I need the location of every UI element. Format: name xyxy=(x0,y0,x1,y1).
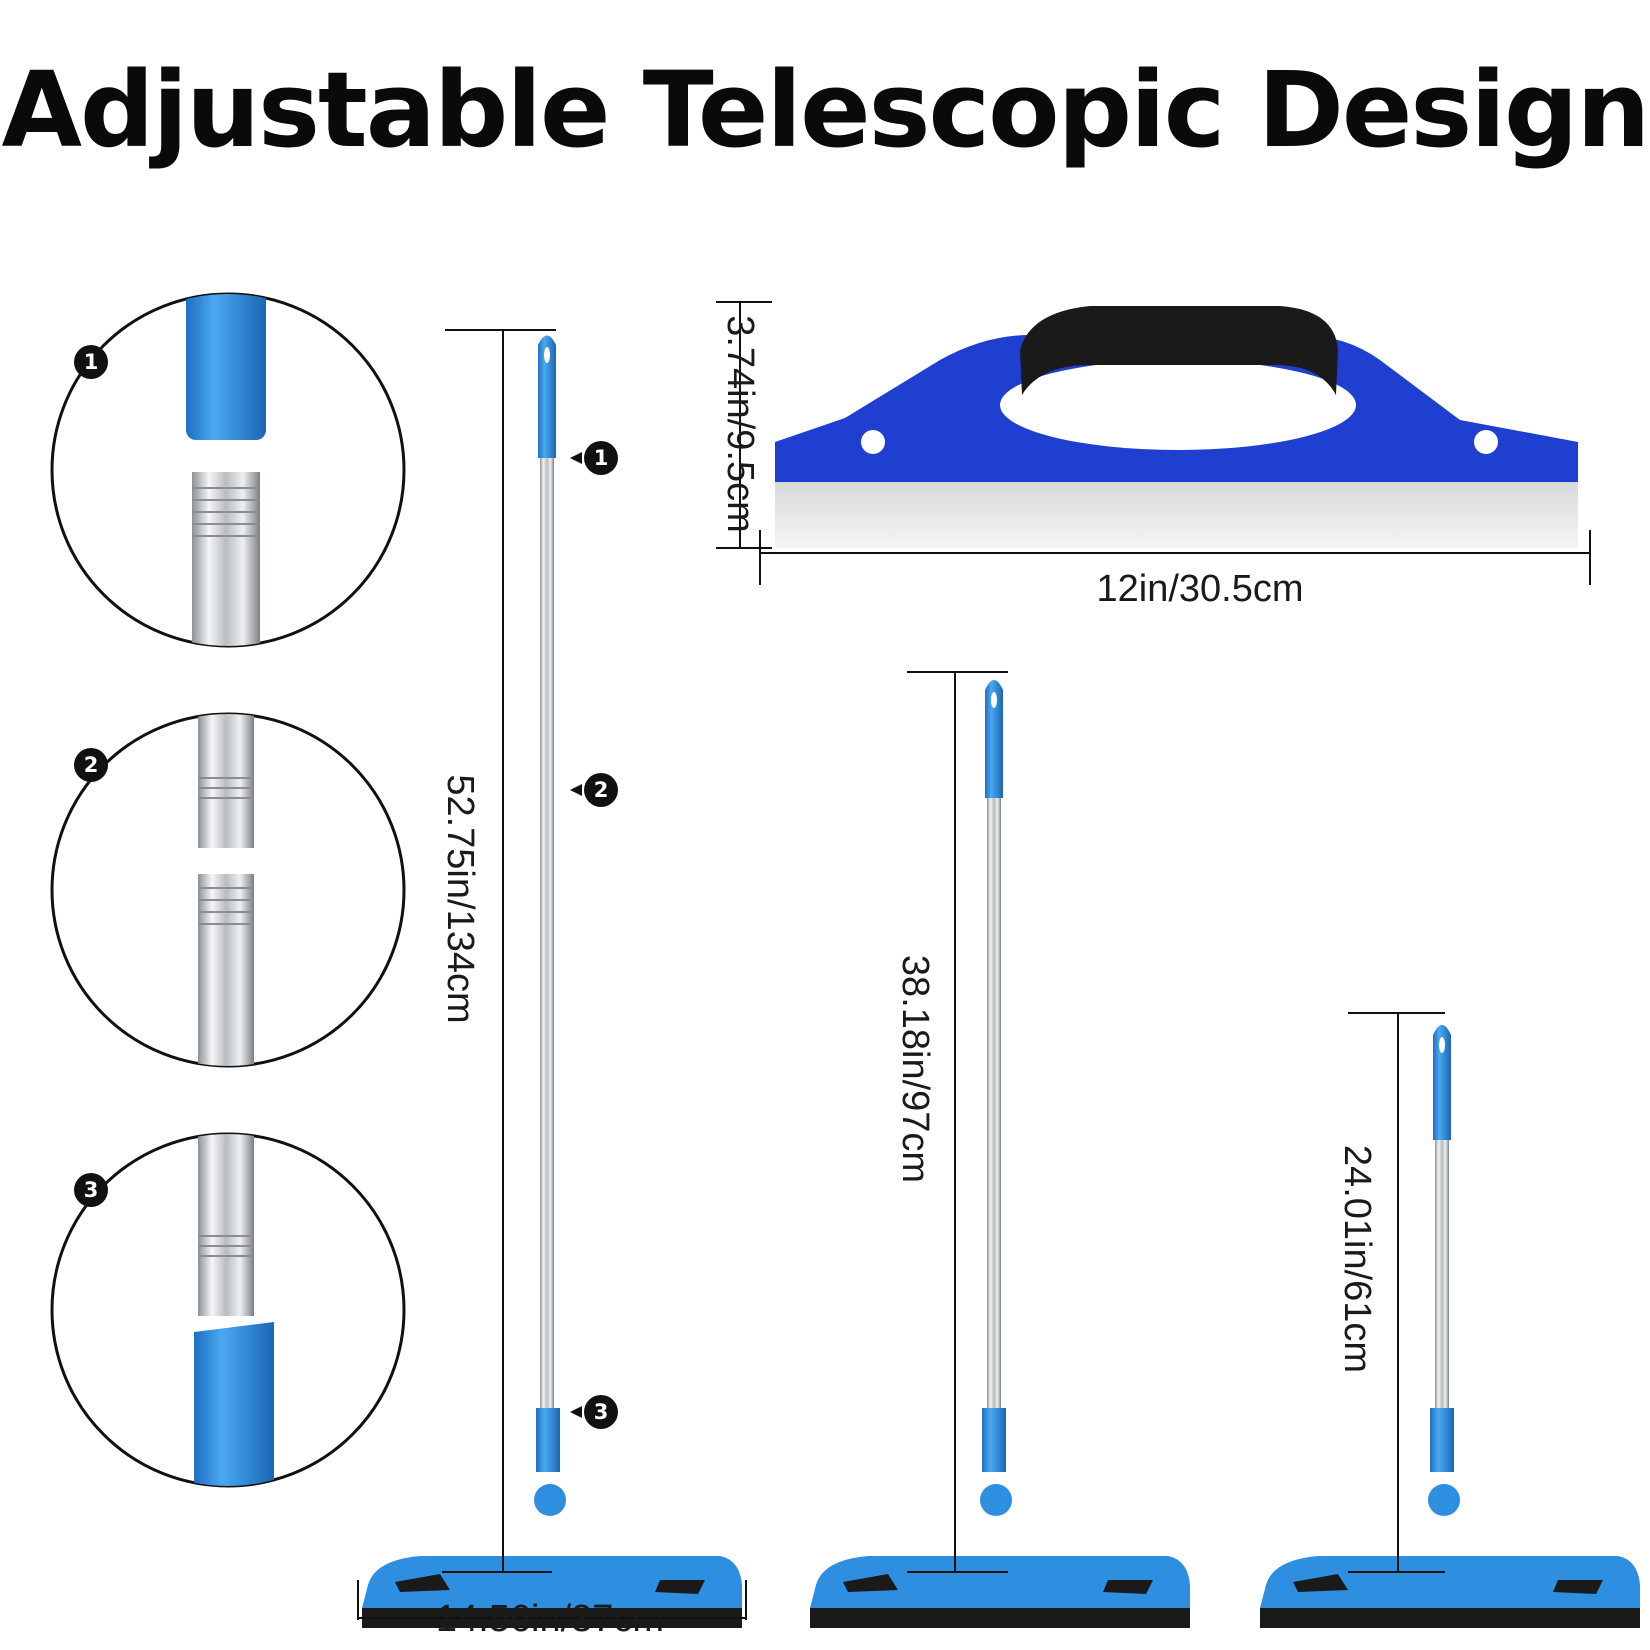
mid-length-dimension-lines xyxy=(907,671,1008,1573)
pole-marker-2: 2 xyxy=(584,773,618,807)
lower-tube-part xyxy=(198,874,254,1066)
short-length-dimension-lines xyxy=(1348,1012,1445,1573)
head-width-label: 14.56in/37cm xyxy=(435,1598,665,1640)
step-badge-2: 2 xyxy=(74,748,108,782)
full-length-dimension-lines xyxy=(357,329,747,1620)
mop-full-length xyxy=(362,335,742,1628)
tube-end-part xyxy=(198,1134,254,1316)
mop-short-length xyxy=(1260,1025,1640,1628)
pole-marker-1: 1 xyxy=(584,441,618,475)
page-title: Adjustable Telescopic Design xyxy=(1,49,1650,171)
squeegee-blade xyxy=(775,482,1578,548)
step-badge-1: 1 xyxy=(74,345,108,379)
full-length-label: 52.75in/134cm xyxy=(439,774,481,1024)
hand-squeegee-height-label: 3.74in/9.5cm xyxy=(719,315,761,533)
upper-tube-part xyxy=(198,714,254,848)
mid-length-label: 38.18in/97cm xyxy=(894,954,936,1184)
hand-squeegee-dimension-lines xyxy=(716,301,1591,585)
detail-circle-3 xyxy=(50,1132,406,1488)
detail-circle-2 xyxy=(50,712,406,1068)
threaded-tube-part xyxy=(192,472,260,646)
rubber-grip xyxy=(1020,306,1338,395)
pole-marker-arrows xyxy=(570,452,582,1418)
blue-cap-part xyxy=(186,294,266,440)
hand-squeegee-width-label: 12in/30.5cm xyxy=(1096,568,1304,610)
mop-mid-length xyxy=(810,680,1190,1628)
blue-socket-part xyxy=(194,1322,274,1486)
hand-squeegee xyxy=(775,306,1578,548)
pole-marker-3: 3 xyxy=(584,1395,618,1429)
detail-circle-1 xyxy=(50,292,406,648)
short-length-label: 24.01in/61cm xyxy=(1336,1144,1378,1374)
step-badge-3: 3 xyxy=(74,1173,108,1207)
handle-opening xyxy=(1000,360,1356,450)
